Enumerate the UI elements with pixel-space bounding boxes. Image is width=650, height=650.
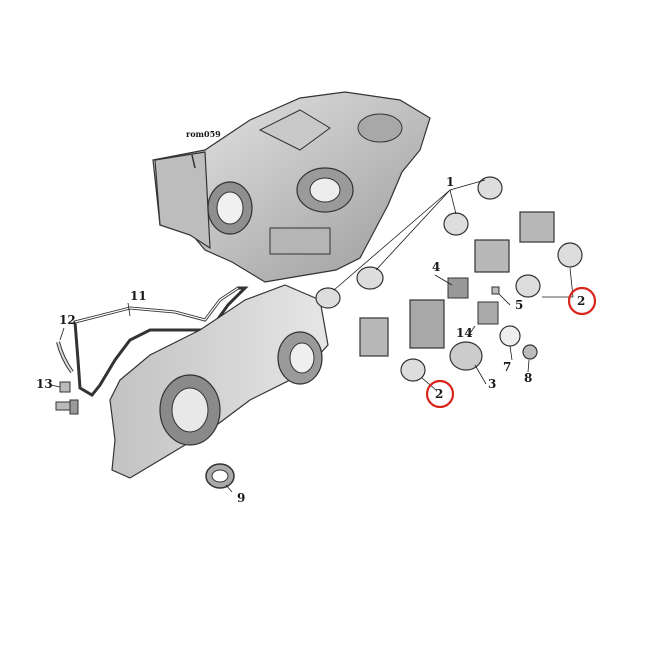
- highlight-circle-2a: [567, 286, 597, 316]
- crankcase: [152, 91, 431, 283]
- cam-cover: [109, 284, 329, 479]
- callout-8: 8: [524, 371, 532, 385]
- callout-14: 14: [456, 326, 473, 340]
- bushing-set: [315, 176, 503, 309]
- bearing-2a-b: [515, 274, 541, 298]
- highlight-circle-2b: [425, 379, 455, 409]
- nut-8: [522, 344, 538, 360]
- callout-4: 4: [432, 260, 440, 274]
- diagram-reference-code: rom059: [186, 129, 221, 139]
- callout-9: 9: [237, 491, 245, 505]
- bearing-2a: [557, 242, 583, 268]
- callout-7: 7: [503, 360, 511, 374]
- callout-13: 13: [36, 377, 53, 391]
- cam-gears: [359, 211, 555, 357]
- bearing-2b: [400, 358, 426, 382]
- oil-seal: [205, 463, 235, 489]
- key-5: [491, 286, 500, 295]
- bearing-3: [449, 341, 483, 371]
- callout-11: 11: [130, 289, 147, 303]
- callout-2-lower: 2: [435, 387, 443, 401]
- callout-3: 3: [488, 377, 496, 391]
- callout-1: 1: [446, 175, 454, 189]
- callout-2-upper: 2: [577, 294, 585, 308]
- leader-lines: [50, 179, 574, 493]
- callout-12: 12: [59, 313, 76, 327]
- bushing-7: [499, 325, 521, 347]
- callout-5: 5: [515, 298, 523, 312]
